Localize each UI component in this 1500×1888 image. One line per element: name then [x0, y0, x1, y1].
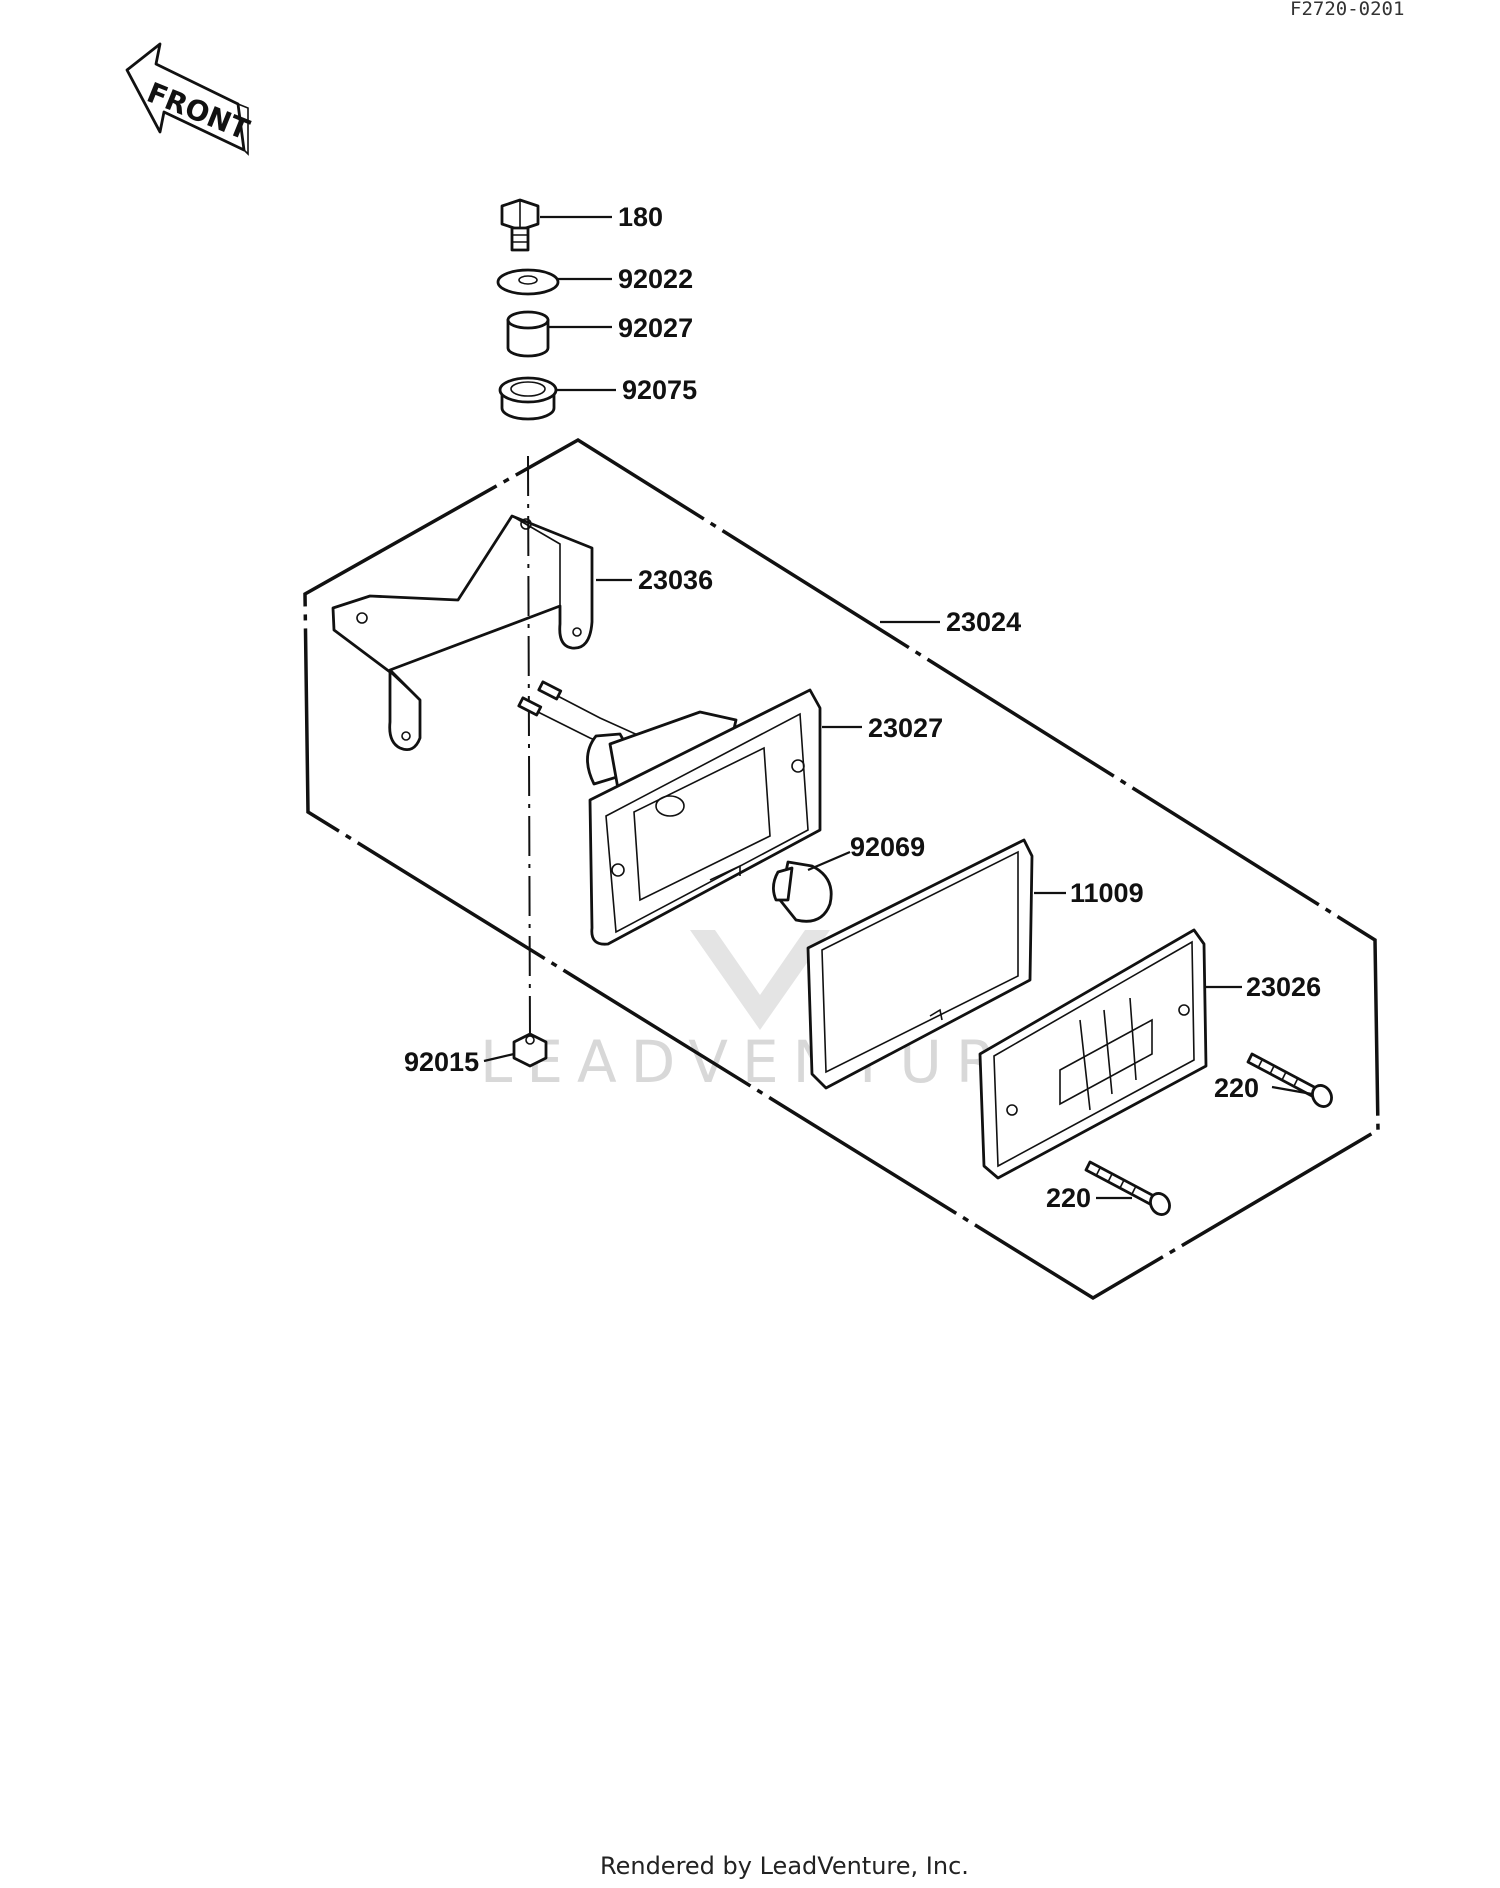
callout-11009: 11009 [1070, 878, 1144, 908]
part-92022-washer [496, 268, 560, 296]
part-92069-bulb [772, 850, 851, 923]
watermark-text: LEADVENTURE [480, 1028, 1061, 1096]
callout-180: 180 [618, 202, 663, 232]
callout-23036: 23036 [638, 565, 713, 595]
part-23027-housing [517, 680, 822, 946]
diagram-reference-code: F2720-0201 [1290, 0, 1404, 20]
watermark: LEADVENTURE [480, 930, 1061, 1096]
part-11009-gasket [806, 838, 1034, 1090]
callout-23026: 23026 [1246, 972, 1321, 1002]
part-92075-damper [498, 376, 558, 421]
callout-92075: 92075 [622, 375, 697, 405]
part-220-screw-upper [1246, 1052, 1333, 1108]
part-23036-bracket [331, 514, 594, 752]
bolt-axis-line [527, 455, 531, 1041]
callout-92015: 92015 [404, 1047, 479, 1077]
part-92015-nut [512, 1032, 548, 1068]
front-arrow-icon: FRONT [125, 42, 254, 156]
callout-220-lower: 220 [1046, 1183, 1091, 1213]
part-220-screw-lower [1084, 1160, 1171, 1216]
part-92027-collar [506, 310, 550, 358]
callout-23024: 23024 [946, 607, 1021, 637]
callout-92022: 92022 [618, 264, 693, 294]
part-23026-lens [978, 928, 1208, 1180]
kit-outline [303, 437, 1380, 1301]
callout-23027: 23027 [868, 713, 943, 743]
callout-92027: 92027 [618, 313, 693, 343]
callout-92069: 92069 [850, 832, 925, 862]
callout-220-upper: 220 [1214, 1073, 1259, 1103]
footer-credit: Rendered by LeadVenture, Inc. [600, 1852, 969, 1880]
part-180-bolt [500, 198, 540, 252]
